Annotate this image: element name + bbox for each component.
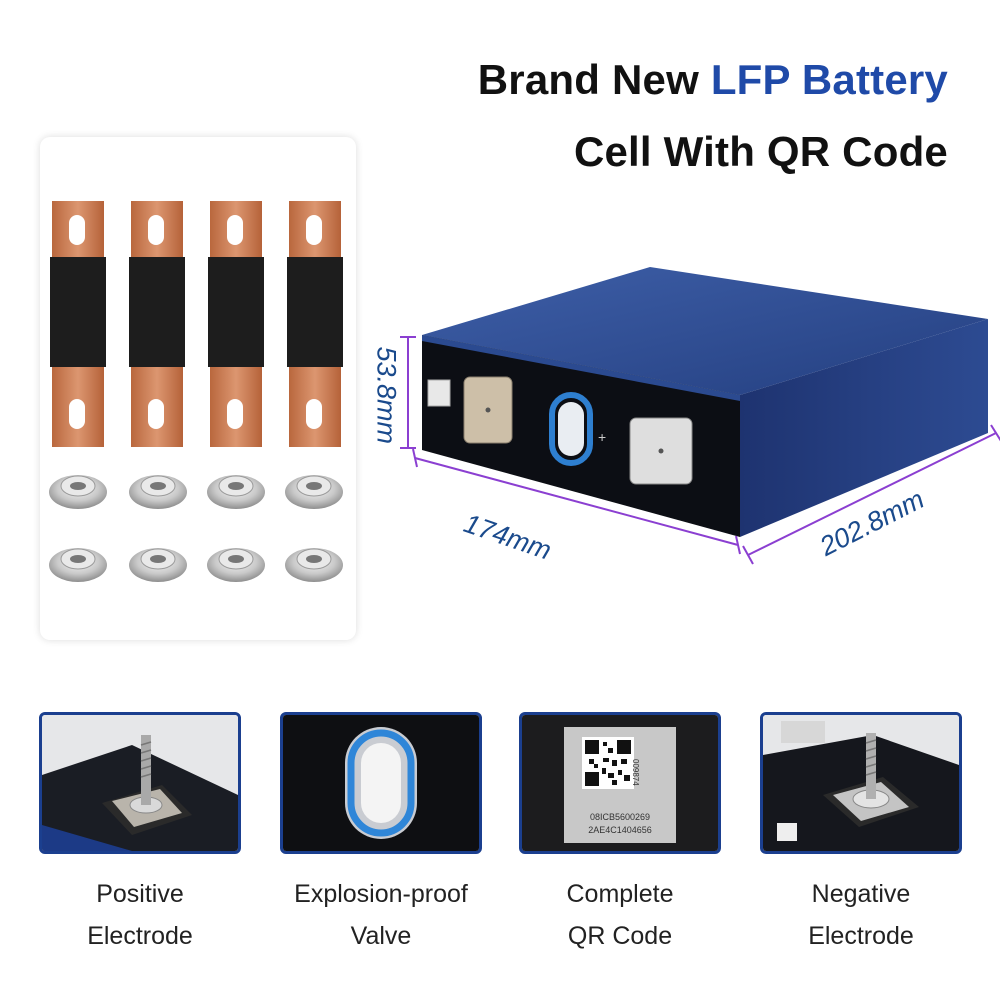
small-label bbox=[427, 379, 451, 407]
battery-top-face bbox=[422, 267, 988, 395]
accessories-illustration bbox=[49, 201, 343, 582]
accessories-card bbox=[40, 137, 356, 640]
caption-line-2: Electrode bbox=[87, 922, 193, 950]
busbar bbox=[50, 201, 106, 447]
caption-line-1: Negative bbox=[811, 880, 911, 908]
feature-caption-negative-electrode: Negative Electrode bbox=[760, 873, 962, 957]
feature-caption-explosion-proof-valve: Explosion-proof Valve bbox=[280, 873, 482, 957]
headline-line-2: Cell With QR Code bbox=[573, 128, 948, 175]
caption-line-2: Electrode bbox=[808, 922, 914, 950]
nut bbox=[49, 548, 107, 582]
positive-electrode-image bbox=[42, 715, 238, 851]
dimension-lines bbox=[400, 336, 1000, 565]
busbar bbox=[208, 201, 264, 447]
caption-line-1: Positive bbox=[96, 880, 184, 908]
negative-electrode-thumbnail bbox=[760, 712, 962, 854]
qr-code-number-2: 2AE4C1404656 bbox=[588, 825, 652, 835]
plus-sign: + bbox=[598, 429, 606, 445]
qr-side-number: 009874 bbox=[631, 759, 640, 786]
feature-caption-positive-electrode: Positive Electrode bbox=[39, 873, 241, 957]
nut bbox=[285, 475, 343, 509]
negative-electrode-image bbox=[763, 715, 959, 851]
qr-code-thumbnail: 08ICB5600269 2AE4C1404656 009874 bbox=[519, 712, 721, 854]
caption-line-1: Complete bbox=[566, 880, 674, 908]
battery-cell-illustration: + bbox=[400, 267, 1000, 565]
nut bbox=[207, 475, 265, 509]
explosion-proof-valve-thumbnail bbox=[280, 712, 482, 854]
negative-terminal bbox=[629, 417, 693, 485]
nut bbox=[129, 548, 187, 582]
caption-line-1: Explosion-proof bbox=[294, 880, 468, 908]
feature-caption-qr-code: Complete QR Code bbox=[519, 873, 721, 957]
positive-terminal bbox=[463, 376, 513, 444]
busbar bbox=[287, 201, 343, 447]
height-dimension-label: 53.8mm bbox=[371, 346, 402, 445]
caption-line-2: QR Code bbox=[567, 922, 673, 950]
qr-label-image bbox=[522, 715, 718, 851]
caption-line-2: Valve bbox=[350, 922, 412, 950]
headline-highlight: LFP Battery bbox=[710, 56, 948, 103]
qr-code-number-1: 08ICB5600269 bbox=[589, 812, 651, 822]
qr-code-icon bbox=[582, 737, 634, 789]
nut bbox=[207, 548, 265, 582]
nut bbox=[49, 475, 107, 509]
explosion-proof-valve bbox=[549, 392, 593, 466]
valve-image bbox=[283, 715, 479, 851]
headline-prefix: Brand New bbox=[477, 56, 711, 103]
battery-side-face bbox=[740, 319, 988, 537]
nut bbox=[285, 548, 343, 582]
nut bbox=[129, 475, 187, 509]
headline-line-1: Brand New LFP Battery bbox=[478, 56, 948, 104]
positive-electrode-thumbnail bbox=[39, 712, 241, 854]
busbar bbox=[129, 201, 185, 447]
